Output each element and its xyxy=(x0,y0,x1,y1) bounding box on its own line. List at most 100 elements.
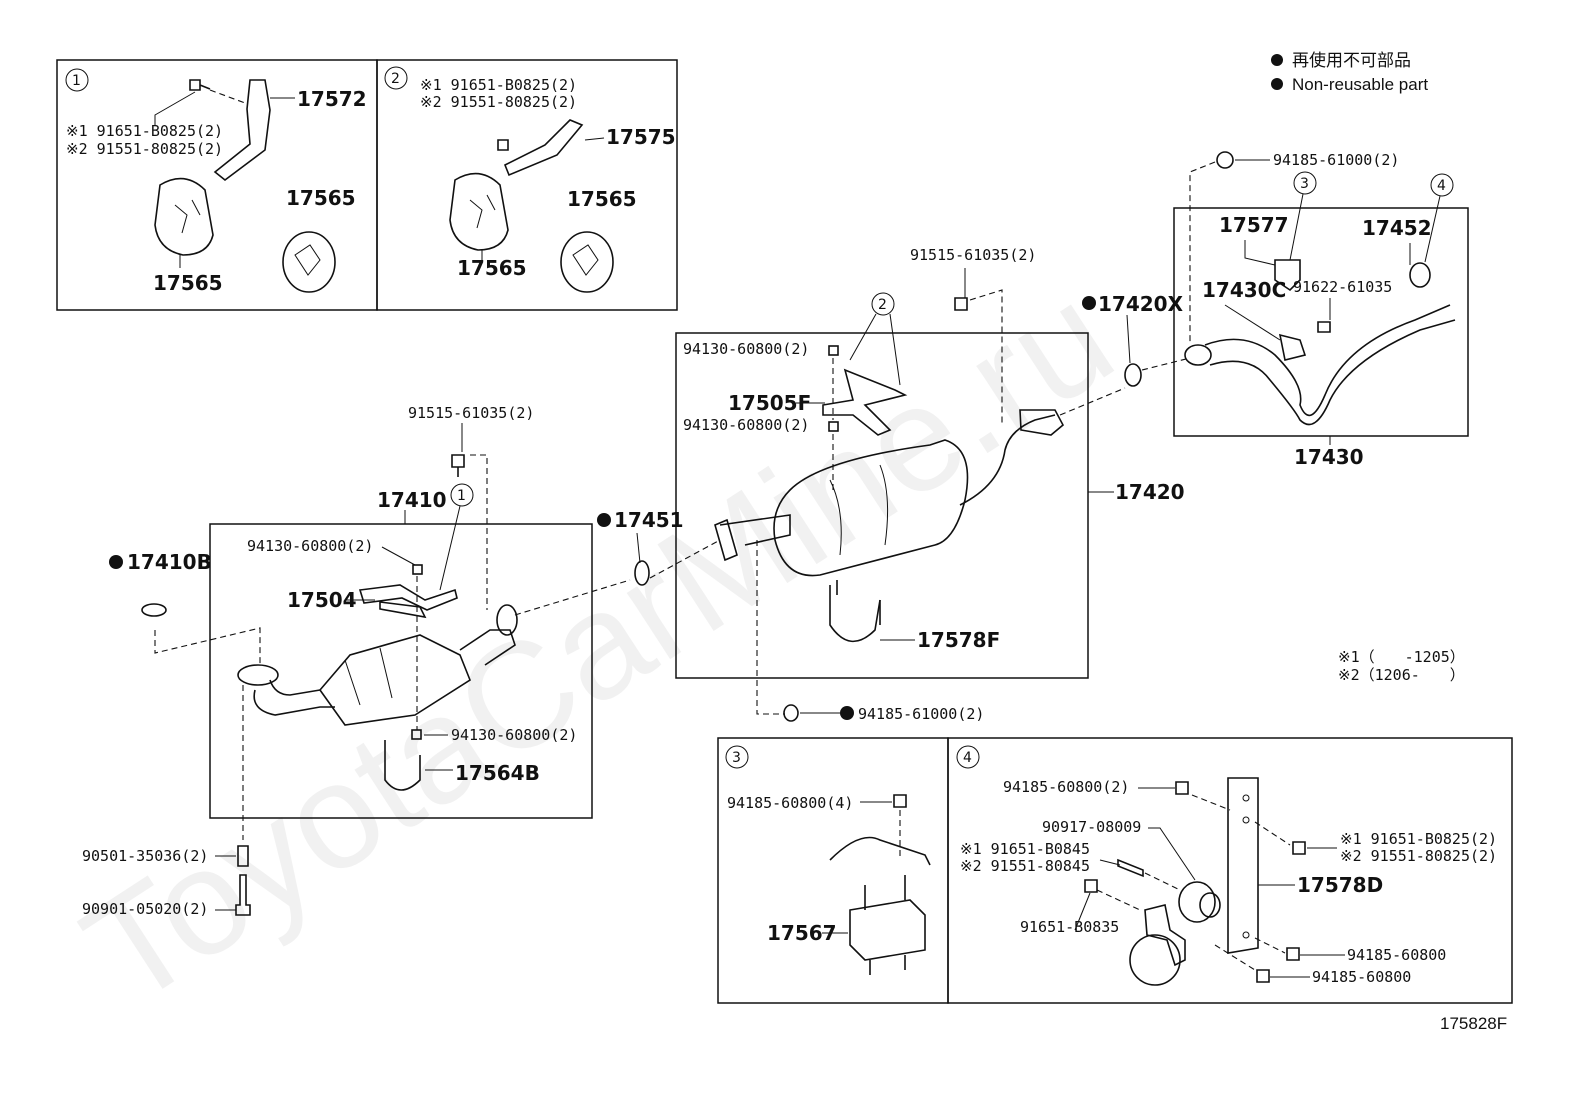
flange xyxy=(496,604,518,636)
bolt-icon xyxy=(1317,321,1331,333)
bolt-icon xyxy=(1084,879,1098,893)
outlet-pipe xyxy=(959,414,1056,506)
bracket-17505F xyxy=(822,368,908,436)
hanger-rubber-17565 xyxy=(282,231,336,293)
bolt-label-1: ※1 91651-B0845 xyxy=(960,840,1090,858)
non-reusable-dot-icon xyxy=(840,706,854,720)
ref-marker-2-label: 2 xyxy=(878,297,887,313)
bolt-icon xyxy=(451,454,465,477)
tail-pipe-box: 94185-61000(2) 3 4 17577 17452 17430C 91… xyxy=(1173,151,1469,469)
bolt-icon xyxy=(189,79,211,91)
ref-marker-4-label: 4 xyxy=(1437,178,1446,194)
clamp-ring xyxy=(1129,934,1181,986)
right-bolt-label-1: ※1 91651-B0825(2) xyxy=(1340,830,1497,848)
nut-label-94130-a: 94130-60800(2) xyxy=(683,340,809,358)
spring-icon xyxy=(237,845,249,867)
nut-label-94185: 94185-61000(2) xyxy=(1273,151,1399,169)
non-reusable-dot-icon xyxy=(597,513,611,527)
nut-label-94185: 94185-61000(2) xyxy=(858,705,984,723)
part-label-17430C: 17430C xyxy=(1202,278,1286,302)
bolt-icon xyxy=(954,297,968,311)
flange xyxy=(237,664,279,686)
damper-90917 xyxy=(1178,881,1216,923)
bolt-label-1: ※1 91651-B0825(2) xyxy=(420,76,577,94)
center-muffler-box: 17420 91515-61035(2) 2 94130-60800(2) 94… xyxy=(675,246,1191,723)
nut-icon xyxy=(893,794,907,808)
part-label-17578D: 17578D xyxy=(1297,873,1383,897)
bracket-17572 xyxy=(213,79,271,182)
nut-icon xyxy=(783,704,799,722)
ref-marker-3 xyxy=(1293,171,1317,195)
non-reusable-dot-icon xyxy=(1082,296,1096,310)
group-3-box: 3 94185-60800(4) 17567 xyxy=(717,737,949,1004)
group-4-marker xyxy=(956,745,980,769)
part-label-17565: 17565 xyxy=(153,271,223,295)
bracket-clamp xyxy=(1144,904,1186,967)
part-label-17410: 17410 xyxy=(377,488,447,512)
part-label-17575: 17575 xyxy=(606,125,676,149)
part-label-17565: 17565 xyxy=(457,256,527,280)
nut-icon xyxy=(1286,947,1300,961)
part-label-17420: 17420 xyxy=(1115,480,1185,504)
nut-label-94130-b: 94130-60800(2) xyxy=(451,726,577,744)
legend-dot-icon xyxy=(1271,78,1283,90)
bolt-label-91515: 91515-61035(2) xyxy=(910,246,1036,264)
ref-marker-4 xyxy=(1430,173,1454,197)
hanger-rubber-17565 xyxy=(154,177,214,256)
legend-dot-icon xyxy=(1271,54,1283,66)
nut-label-94185-a: 94185-60800(2) xyxy=(1003,778,1129,796)
bolt-label-2: ※2 91551-80845 xyxy=(960,857,1090,875)
mount-17567 xyxy=(849,899,926,961)
hanger-rubber-17565 xyxy=(560,231,614,293)
nut-label-94130-a: 94130-60800(2) xyxy=(247,537,373,555)
bolt-label-91651: 91651-B0835 xyxy=(1020,918,1119,936)
bolt-label-90901: 90901-05020(2) xyxy=(82,900,208,918)
bracket-17504 xyxy=(358,584,458,611)
group-1-marker-label: 1 xyxy=(72,73,81,89)
muffler-17420 xyxy=(773,439,969,577)
flange xyxy=(1184,344,1212,366)
group-4-marker-label: 4 xyxy=(963,750,972,766)
rubber-17430C xyxy=(1278,333,1307,361)
nut-icon xyxy=(828,421,839,432)
group-2-marker xyxy=(384,66,408,90)
part-label-17578F: 17578F xyxy=(917,628,1000,652)
clamp-17452 xyxy=(1409,262,1431,288)
note-1: ※1（ -1205） xyxy=(1338,648,1465,666)
nut-label-94185: 94185-60800(4) xyxy=(727,794,853,812)
front-pipe xyxy=(253,689,335,716)
bracket-17575 xyxy=(503,119,584,177)
gasket-17410B xyxy=(141,603,167,617)
ref-marker-1 xyxy=(450,483,474,507)
nut-icon xyxy=(411,729,422,740)
part-label-17577: 17577 xyxy=(1219,213,1289,237)
flange xyxy=(1019,409,1065,436)
nut-label-94185-b: 94185-60800 xyxy=(1347,946,1446,964)
u-bolt-17578F xyxy=(829,585,881,643)
part-label-17504: 17504 xyxy=(287,588,357,612)
front-pipe-box: 17410 91515-61035(2) 1 94130-60800(2) 17… xyxy=(82,404,721,918)
figure-id: 175828F xyxy=(1440,1014,1507,1033)
group-4-box: 4 94185-60800(2) 90917-08009 ※1 91651-B0… xyxy=(947,737,1513,1004)
part-label-17410B: 17410B xyxy=(127,550,212,574)
bolt-icon xyxy=(1117,858,1144,878)
group-3-marker xyxy=(725,745,749,769)
bolt-label-91515: 91515-61035(2) xyxy=(408,404,534,422)
spring-label: 90501-35036(2) xyxy=(82,847,208,865)
part-label-17452: 17452 xyxy=(1362,216,1432,240)
part-label-17565: 17565 xyxy=(567,187,637,211)
bolt-icon xyxy=(235,874,251,916)
bracket-17577 xyxy=(1274,259,1301,292)
ref-marker-1-label: 1 xyxy=(457,488,466,504)
nut-icon xyxy=(1256,969,1270,983)
u-bolt-17564B xyxy=(384,740,421,791)
part-label-17572: 17572 xyxy=(297,87,367,111)
group-2-marker-label: 2 xyxy=(391,71,400,87)
bolt-label-2: ※2 91551-80825(2) xyxy=(66,140,223,158)
legend-en: Non-reusable part xyxy=(1292,75,1428,94)
nut-icon xyxy=(1216,151,1234,169)
strap-17578D xyxy=(1227,777,1259,954)
hanger-rubber-17565 xyxy=(449,172,509,251)
nut-label-94130-b: 94130-60800(2) xyxy=(683,416,809,434)
part-label-17420X: 17420X xyxy=(1098,292,1184,316)
